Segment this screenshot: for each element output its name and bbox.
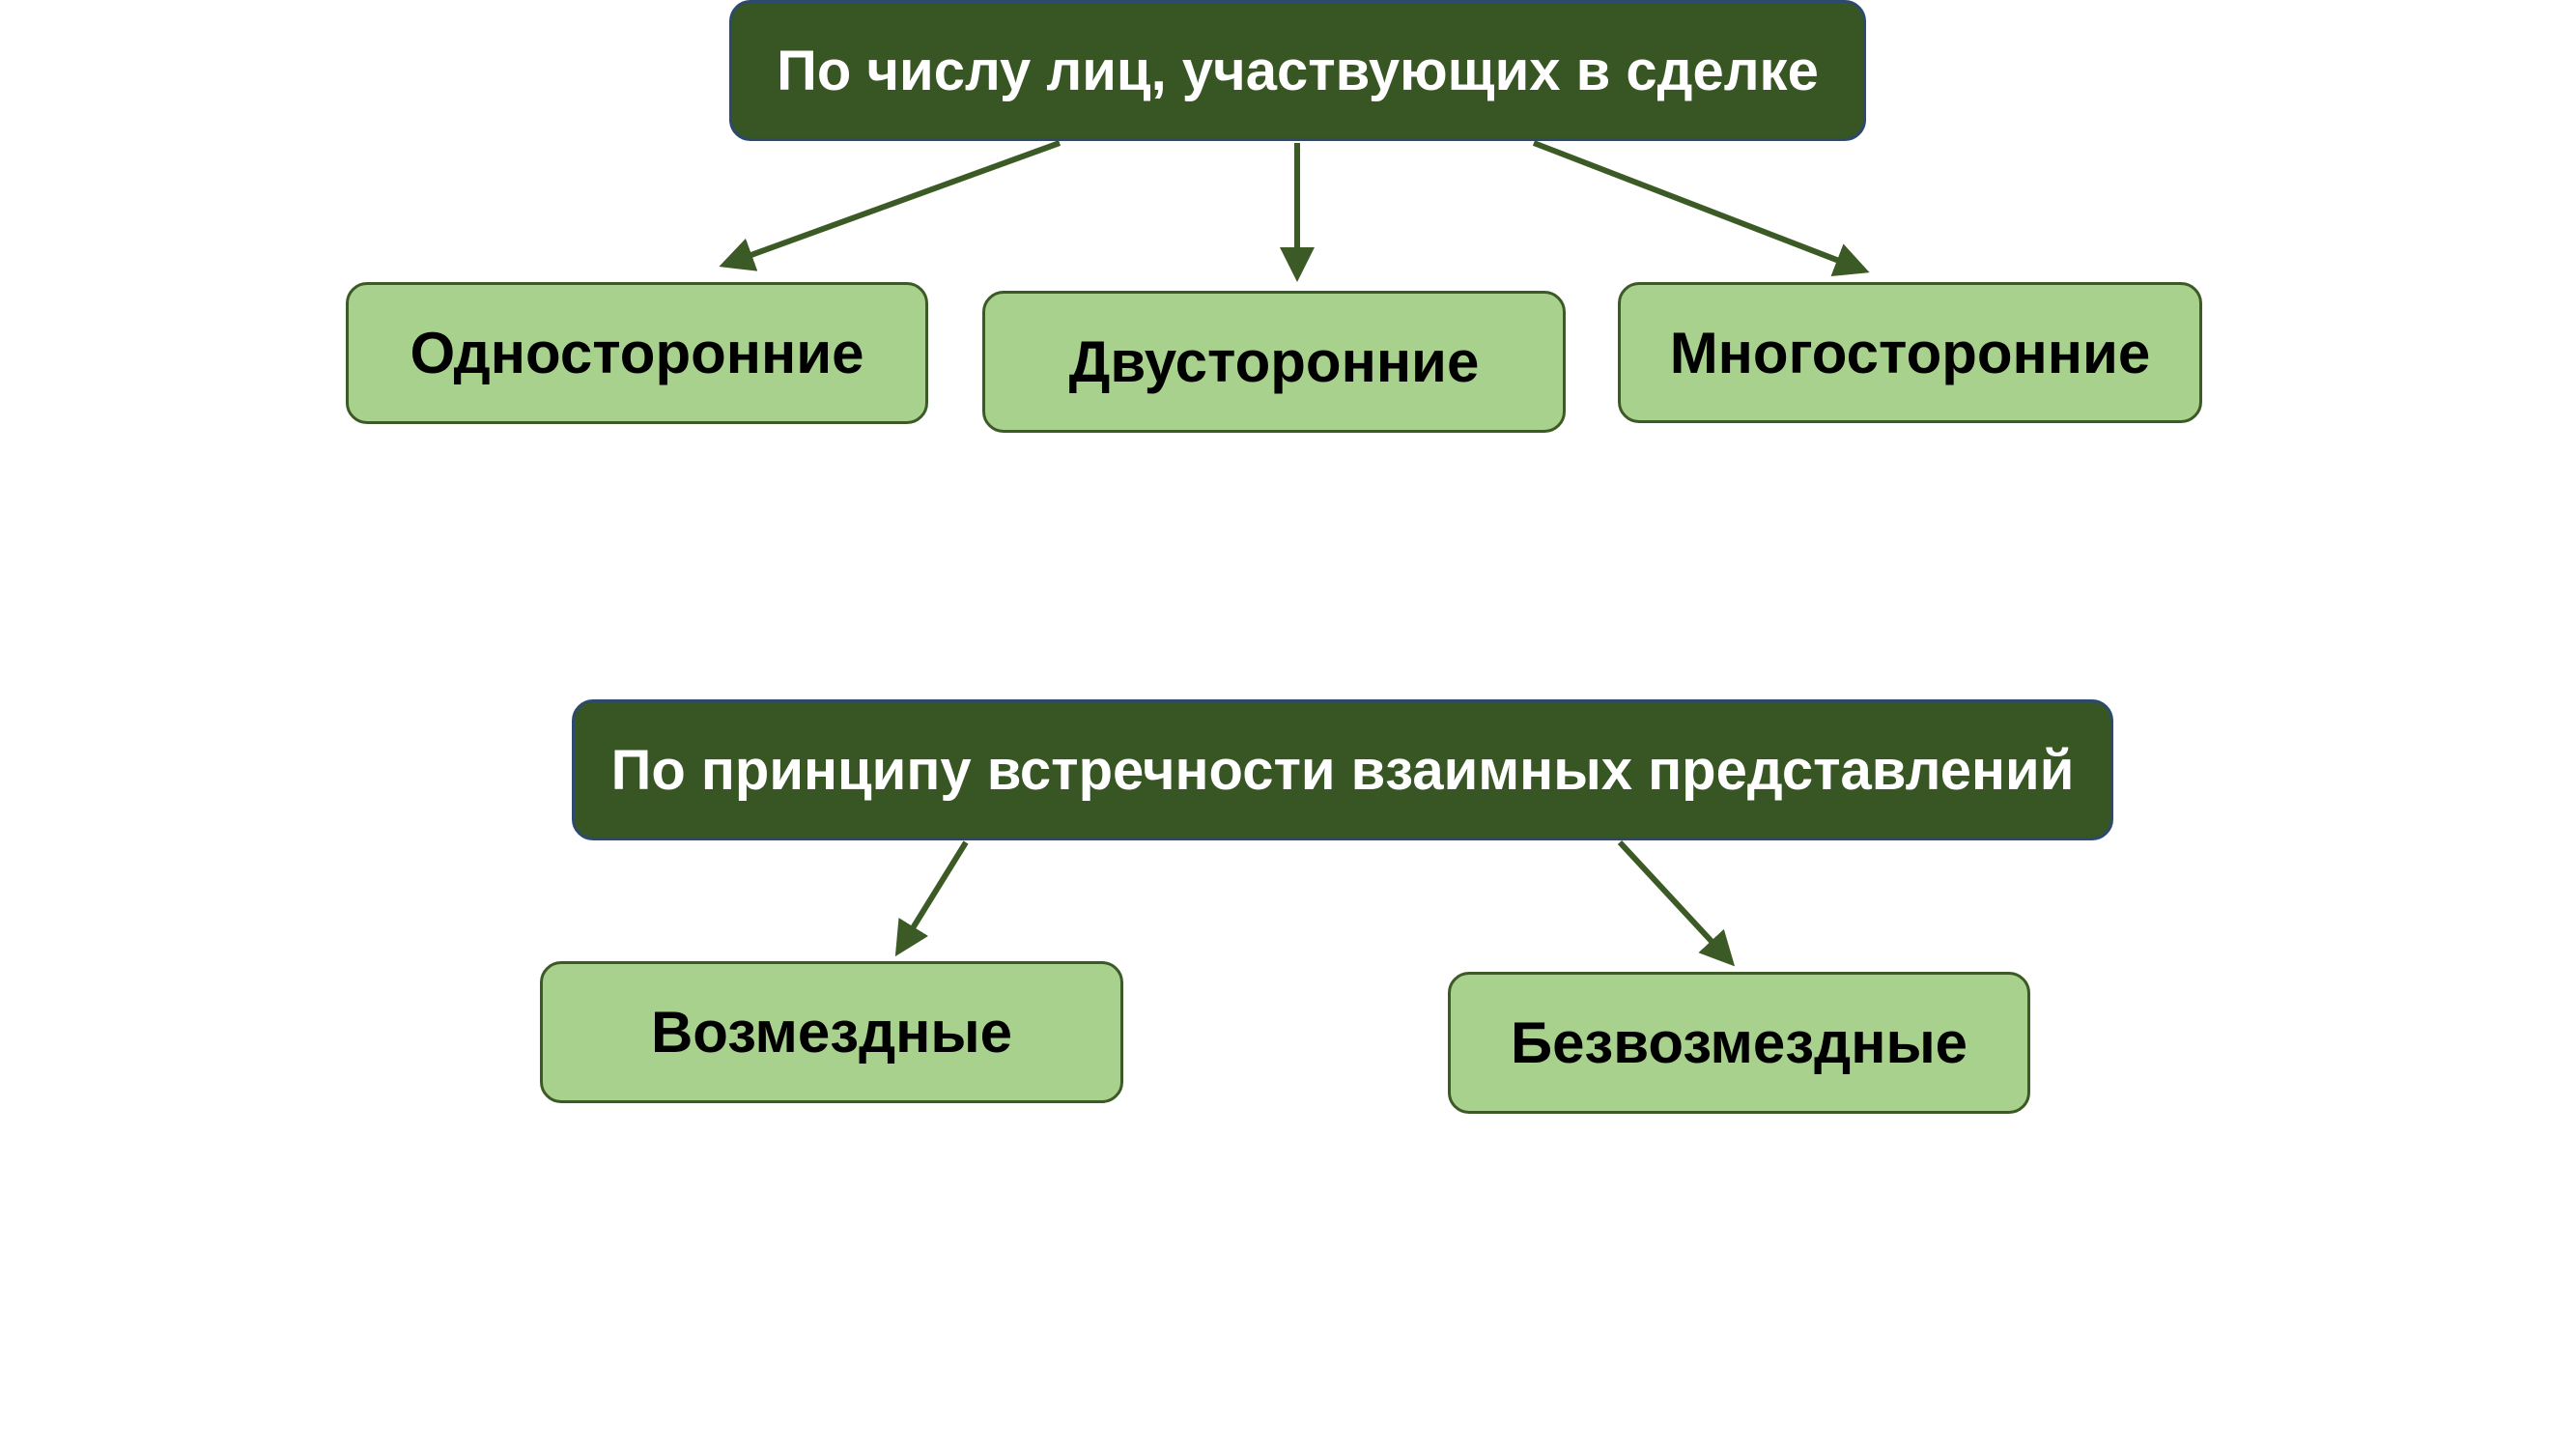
type-box-unilateral: Односторонние — [346, 282, 928, 424]
type-label: Двусторонние — [1068, 329, 1480, 394]
type-label: Многосторонние — [1669, 320, 2151, 385]
arrow-parent-1-to-child-1 — [719, 140, 1062, 271]
type-label: Возмездные — [650, 1000, 1013, 1065]
category-box-reciprocity: По принципу встречности взаимных предста… — [572, 699, 2113, 840]
category-title: По числу лиц, участвующих в сделке — [777, 39, 1819, 102]
type-label: Безвозмездные — [1510, 1010, 1968, 1075]
category-box-parties-count: По числу лиц, участвующих в сделке — [729, 0, 1866, 141]
type-box-bilateral: Двусторонние — [982, 291, 1566, 433]
arrow-parent-1-to-child-3 — [1532, 140, 1870, 276]
arrow-parent-2-to-child-4 — [894, 840, 969, 957]
type-label: Односторонние — [410, 321, 864, 385]
type-box-onerous: Возмездные — [540, 961, 1123, 1103]
category-title: По принципу встречности взаимных предста… — [610, 738, 2075, 802]
type-box-gratuitous: Безвозмездные — [1448, 972, 2030, 1114]
arrow-parent-2-to-child-5 — [1617, 839, 1736, 967]
type-box-multilateral: Многосторонние — [1618, 282, 2202, 423]
